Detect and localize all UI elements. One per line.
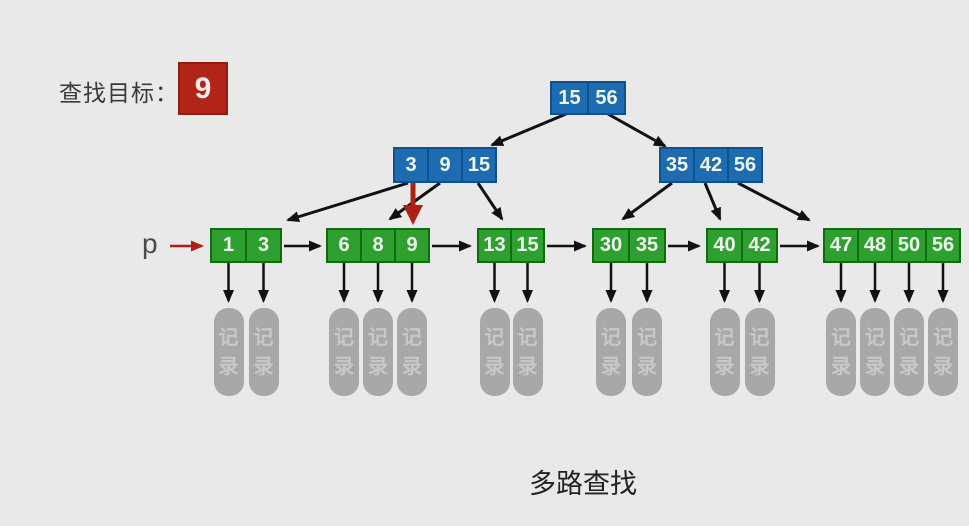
record-char: 记 xyxy=(601,326,621,349)
record-char: 录 xyxy=(601,355,621,378)
key-cell: 9 xyxy=(396,230,428,261)
key-cell: 8 xyxy=(362,230,394,261)
record-char: 记 xyxy=(402,326,422,349)
record-pill: 记录 xyxy=(479,308,510,396)
record-char: 录 xyxy=(637,355,657,378)
record-char: 录 xyxy=(218,355,239,378)
record-pill: 记录 xyxy=(213,308,244,396)
record-char: 录 xyxy=(484,355,505,378)
key-cell: 30 xyxy=(594,230,628,261)
record-pill: 记录 xyxy=(709,308,740,396)
record-char: 记 xyxy=(933,326,953,349)
arrow xyxy=(703,182,722,221)
record-char: 记 xyxy=(253,326,274,349)
key-cell: 15 xyxy=(552,83,587,113)
key-cell: 9 xyxy=(429,149,461,181)
record-pill: 记录 xyxy=(860,308,890,396)
record-char: 录 xyxy=(334,355,354,378)
key-cell: 6 xyxy=(328,230,360,261)
record-char: 记 xyxy=(334,326,354,349)
pointer-label: p xyxy=(142,228,158,259)
record-char: 录 xyxy=(865,355,885,378)
record-char: 记 xyxy=(714,326,735,349)
arrow xyxy=(476,182,504,221)
key-cell: 15 xyxy=(463,149,495,181)
record-char: 录 xyxy=(749,355,770,378)
record-char: 录 xyxy=(831,355,851,378)
record-char: 记 xyxy=(749,326,770,349)
record-char: 录 xyxy=(368,355,388,378)
key-cell: 40 xyxy=(708,230,741,261)
key-cell: 1 xyxy=(212,230,245,261)
key-cell: 56 xyxy=(927,230,959,261)
key-cell: 42 xyxy=(743,230,776,261)
record-pill: 记录 xyxy=(363,308,393,396)
arrow xyxy=(607,112,667,148)
arrow xyxy=(737,181,811,222)
key-cell: 47 xyxy=(825,230,857,261)
key-cell: 35 xyxy=(661,149,693,181)
record-char: 录 xyxy=(933,355,953,378)
record-char: 记 xyxy=(484,326,505,349)
record-char: 记 xyxy=(865,326,885,349)
record-pill: 记录 xyxy=(512,308,543,396)
key-cell: 56 xyxy=(729,149,761,181)
key-cell: 3 xyxy=(247,230,280,261)
record-pill: 记录 xyxy=(744,308,775,396)
record-pill: 记录 xyxy=(826,308,856,396)
key-cell: 13 xyxy=(479,230,510,261)
caption: 多路查找 xyxy=(529,469,637,499)
record-char: 记 xyxy=(637,326,657,349)
record-char: 记 xyxy=(218,326,239,349)
search-target-label: 查找目标： xyxy=(59,80,179,106)
arrow xyxy=(490,112,567,147)
record-char: 录 xyxy=(714,355,735,378)
record-pill: 记录 xyxy=(248,308,279,396)
record-pill: 记录 xyxy=(397,308,427,396)
search-target-value-box: 9 xyxy=(178,62,228,115)
key-cell: 15 xyxy=(512,230,543,261)
record-char: 记 xyxy=(517,326,538,349)
key-cell: 50 xyxy=(893,230,925,261)
record-pill: 记录 xyxy=(632,308,662,396)
key-cell: 35 xyxy=(630,230,664,261)
key-cell: 56 xyxy=(589,83,624,113)
key-cell: 3 xyxy=(395,149,427,181)
key-cell: 42 xyxy=(695,149,727,181)
record-char: 记 xyxy=(368,326,388,349)
search-target-value: 9 xyxy=(194,71,212,105)
record-char: 录 xyxy=(517,355,538,378)
search-path-arrowhead xyxy=(403,205,423,225)
record-pill: 记录 xyxy=(894,308,924,396)
record-char: 录 xyxy=(402,355,422,378)
record-pill: 记录 xyxy=(928,308,958,396)
record-char: 录 xyxy=(253,355,274,378)
record-char: 记 xyxy=(831,326,851,349)
key-cell: 48 xyxy=(859,230,891,261)
record-char: 记 xyxy=(899,326,919,349)
arrow xyxy=(621,181,673,221)
record-char: 录 xyxy=(899,355,919,378)
arrow xyxy=(286,181,409,223)
record-pill: 记录 xyxy=(329,308,359,396)
record-pill: 记录 xyxy=(596,308,626,396)
